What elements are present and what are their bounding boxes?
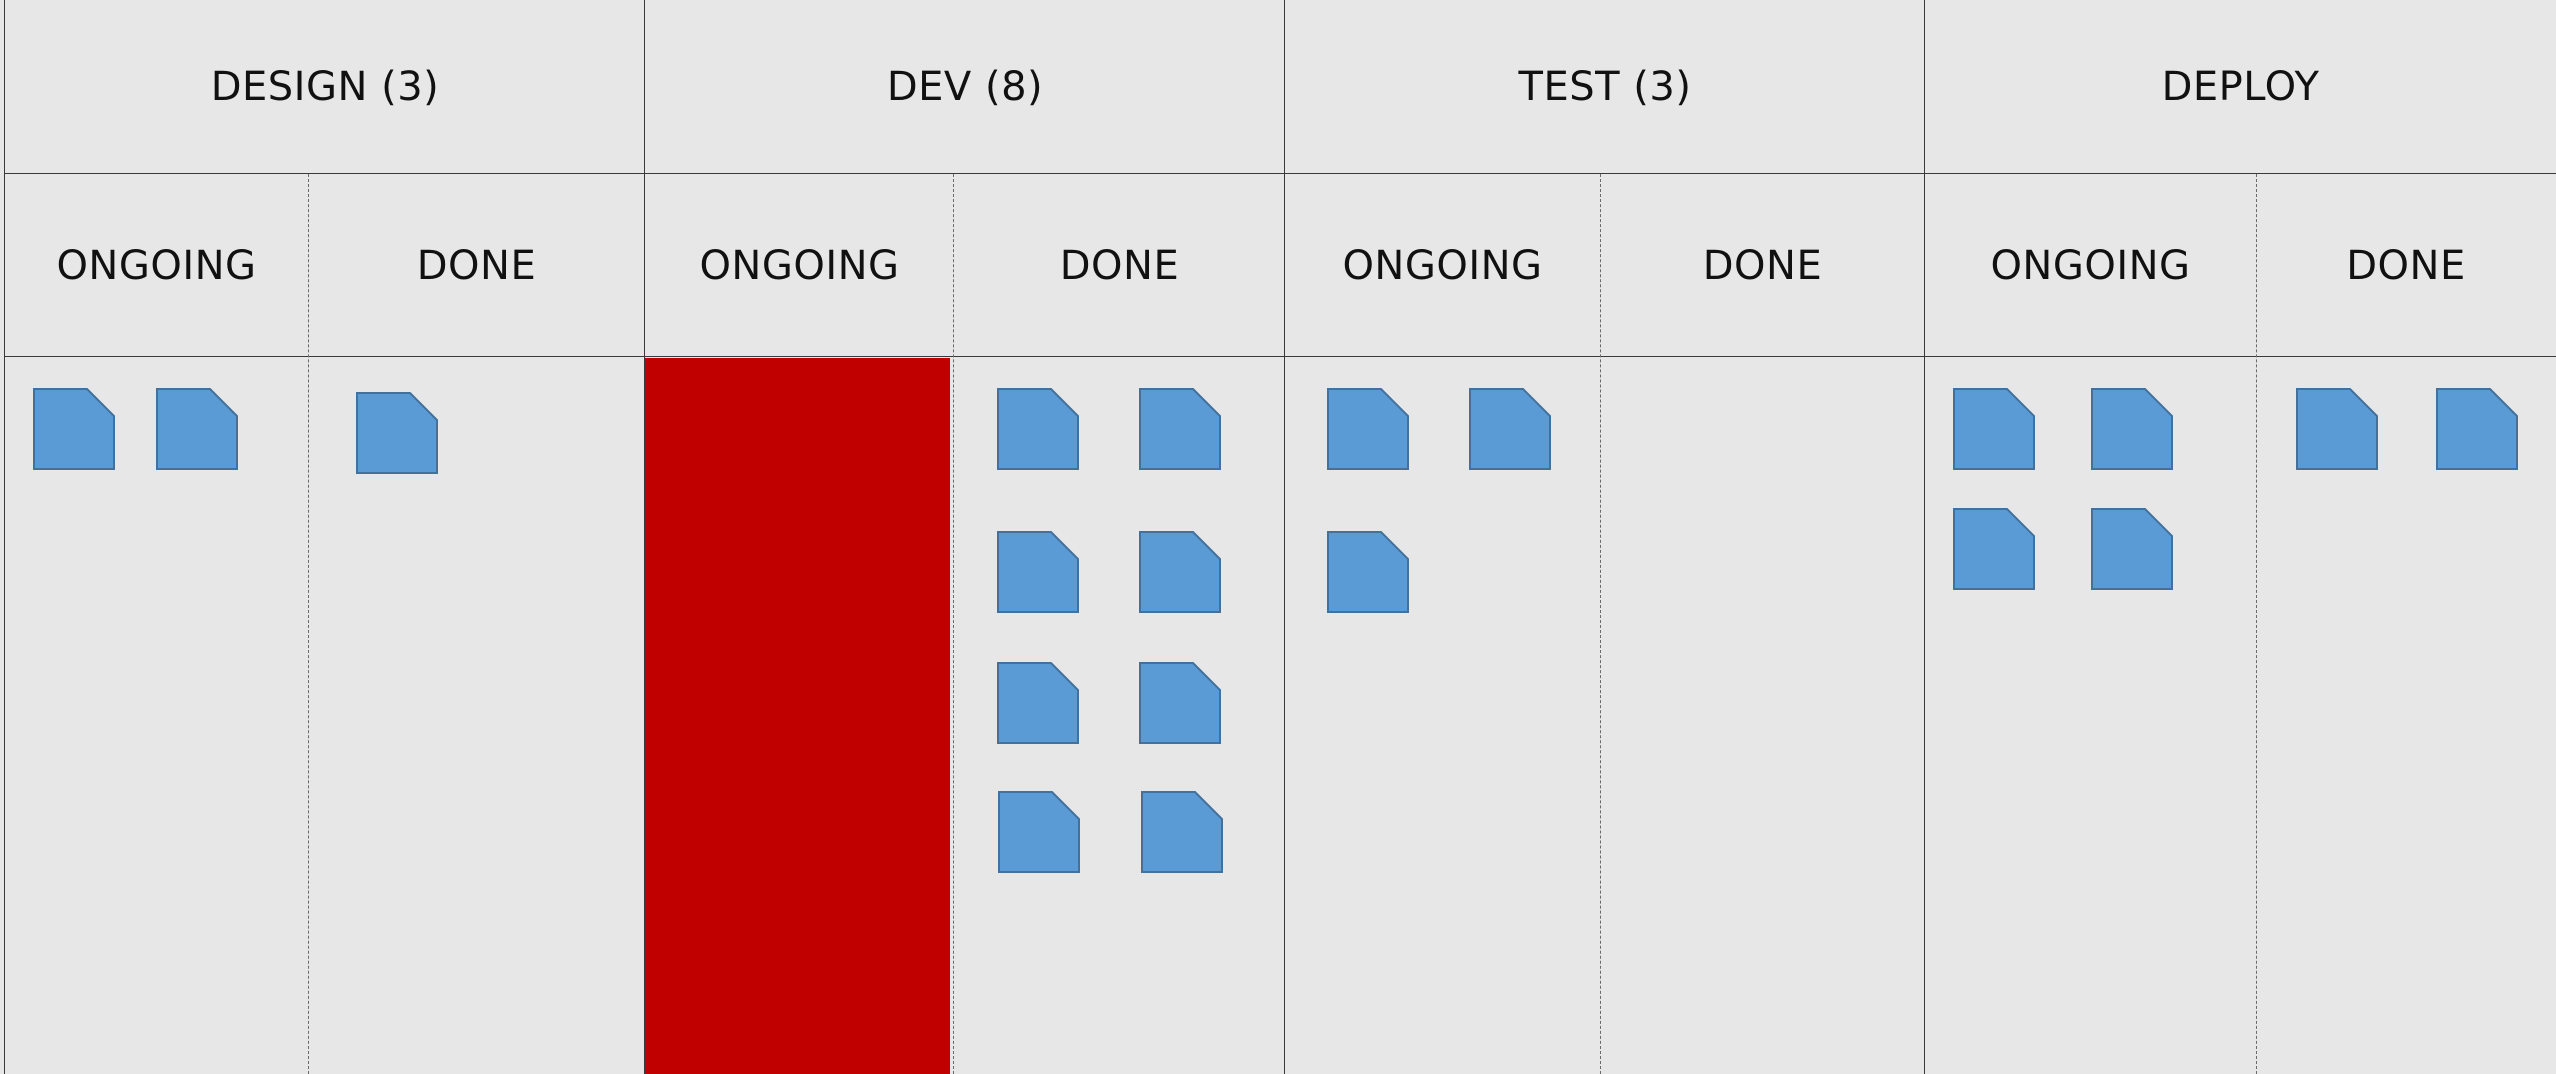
task-card-icon[interactable] (1953, 388, 2035, 470)
task-card-icon[interactable] (356, 392, 438, 474)
task-card-icon[interactable] (1469, 388, 1551, 470)
task-card-icon[interactable] (156, 388, 238, 470)
stage-separator (1924, 0, 1925, 1074)
task-card-icon[interactable] (1141, 791, 1223, 873)
task-card-icon[interactable] (1139, 662, 1221, 744)
board-left-border (4, 0, 5, 1074)
task-card-icon[interactable] (2091, 508, 2173, 590)
stage-separator (644, 0, 645, 1074)
column-separator (2256, 174, 2257, 1074)
task-card-icon[interactable] (1327, 388, 1409, 470)
column-header-test-done: DONE (1702, 242, 1823, 289)
stage-header-divider (5, 173, 2556, 174)
column-separator (1600, 174, 1601, 1074)
column-header-dev-ongoing: ONGOING (699, 242, 900, 289)
task-card-icon[interactable] (1139, 388, 1221, 470)
task-card-icon[interactable] (2296, 388, 2378, 470)
column-header-design-ongoing: ONGOING (56, 242, 257, 289)
task-card-icon[interactable] (1953, 508, 2035, 590)
column-header-design-done: DONE (416, 242, 537, 289)
stage-title-test: TEST (3) (1518, 64, 1692, 110)
task-card-icon[interactable] (2436, 388, 2518, 470)
task-card-icon[interactable] (997, 531, 1079, 613)
stage-title-deploy: DEPLOY (2161, 64, 2320, 110)
task-card-icon[interactable] (997, 662, 1079, 744)
task-card-icon[interactable] (1327, 531, 1409, 613)
task-card-icon[interactable] (1139, 531, 1221, 613)
blocked-column-highlight (645, 358, 950, 1074)
stage-title-design: DESIGN (3) (210, 64, 440, 110)
stage-separator (1284, 0, 1285, 1074)
task-card-icon[interactable] (998, 791, 1080, 873)
column-header-dev-done: DONE (1059, 242, 1180, 289)
task-card-icon[interactable] (2091, 388, 2173, 470)
task-card-icon[interactable] (33, 388, 115, 470)
column-header-deploy-done: DONE (2346, 242, 2466, 289)
stage-title-dev: DEV (8) (886, 64, 1044, 110)
column-header-divider (5, 356, 2556, 357)
column-separator (308, 174, 309, 1074)
column-header-test-ongoing: ONGOING (1342, 242, 1543, 289)
column-header-deploy-ongoing: ONGOING (1990, 242, 2191, 289)
task-card-icon[interactable] (997, 388, 1079, 470)
column-separator (953, 174, 954, 1074)
